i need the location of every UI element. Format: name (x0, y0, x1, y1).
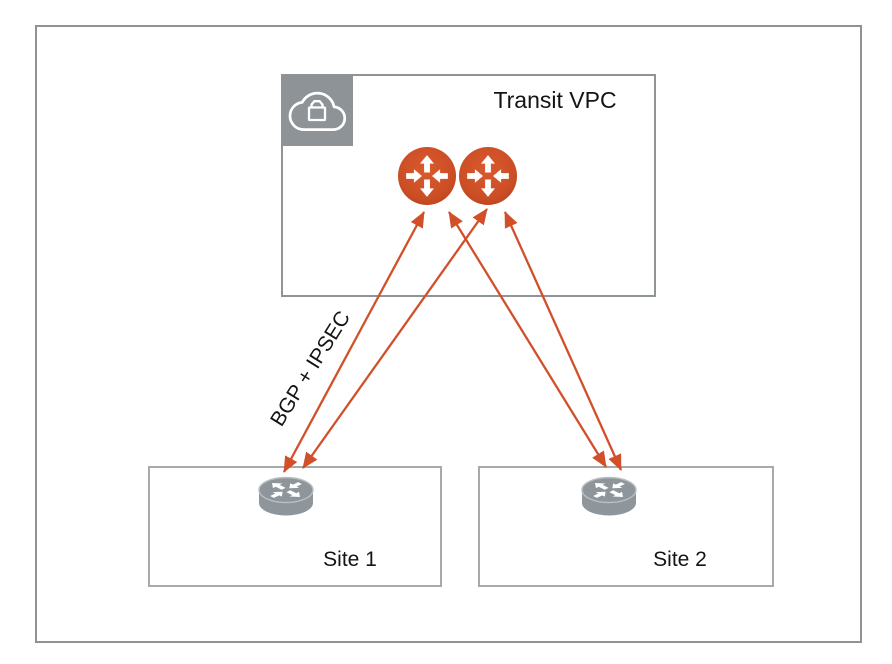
transit-vpc-label: Transit VPC (493, 87, 617, 113)
router-icon (256, 474, 316, 522)
site-2-label: Site 2 (653, 548, 707, 571)
cloud-lock-icon (281, 74, 353, 146)
vpn-router-icons (398, 147, 517, 205)
diagram-outer-frame (35, 25, 862, 643)
site-1-label: Site 1 (323, 548, 377, 571)
vpn-router-icon (459, 147, 517, 205)
vpn-router-icon (398, 147, 456, 205)
router-icon (579, 474, 639, 522)
